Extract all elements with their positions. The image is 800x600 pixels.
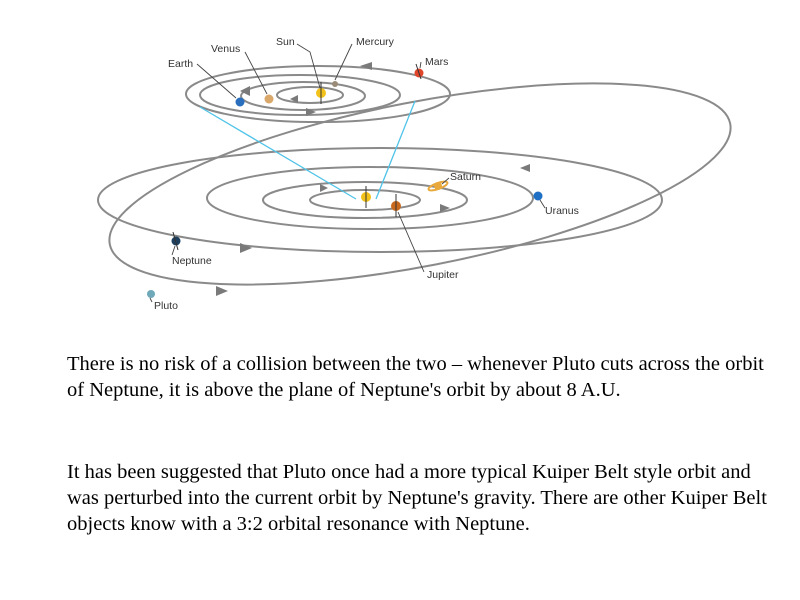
venus-orbit [240, 81, 366, 111]
label-sun: Sun [276, 36, 295, 48]
mars-orbit [185, 65, 451, 123]
label-earth: Earth [168, 58, 193, 70]
mars-axis [415, 63, 422, 80]
leader-pluto [149, 297, 153, 303]
uranus-orbit [206, 166, 534, 230]
neptune-orbit [97, 147, 663, 253]
orbit-arrow [360, 62, 372, 70]
label-saturn: Saturn [450, 171, 481, 183]
venus-marker [264, 94, 274, 104]
leader-uranus [539, 199, 546, 209]
mercury-marker [332, 81, 338, 87]
label-neptune: Neptune [172, 255, 212, 267]
earth-orbit [199, 74, 401, 116]
leader-mercury [334, 43, 353, 81]
pluto-marker [147, 290, 155, 298]
sightline-earth [199, 106, 357, 200]
leader-saturn [441, 177, 450, 185]
leader-mars [419, 61, 422, 69]
jupiter-orbit [309, 189, 421, 211]
earth-marker [235, 97, 245, 107]
orbit-arrow [240, 86, 250, 96]
orbit-arrow [320, 184, 328, 192]
leader-earth [196, 63, 237, 99]
paragraph-kuiper-belt: It has been suggested that Pluto once ha… [67, 461, 767, 535]
leader-jupiter [397, 211, 425, 273]
orbit-arrow [520, 164, 530, 172]
orbit-arrow [306, 108, 316, 116]
leader-venus [244, 51, 268, 95]
label-mars: Mars [425, 56, 448, 68]
sightline-sun [375, 100, 416, 200]
label-jupiter: Jupiter [427, 269, 459, 281]
solar-system-orbit-diagram: Sun Mercury Venus Earth Mars Saturn Uran… [97, 36, 732, 312]
orbit-arrow [290, 95, 298, 103]
leader-sun [296, 43, 321, 89]
orbit-arrow [440, 204, 450, 212]
saturn-orbit [262, 181, 468, 219]
label-venus: Venus [211, 43, 240, 55]
label-uranus: Uranus [545, 205, 579, 217]
saturn-marker [434, 182, 442, 190]
orbit-arrow [216, 286, 228, 296]
orbit-arrow [240, 243, 252, 253]
uranus-marker [533, 191, 543, 201]
label-pluto: Pluto [154, 300, 178, 312]
paragraph-collision: There is no risk of a collision between … [67, 353, 764, 401]
mercury-orbit [276, 86, 344, 104]
pluto-orbit [108, 82, 732, 286]
neptune-axis [172, 231, 179, 251]
leader-neptune [171, 245, 176, 256]
label-mercury: Mercury [356, 36, 395, 48]
